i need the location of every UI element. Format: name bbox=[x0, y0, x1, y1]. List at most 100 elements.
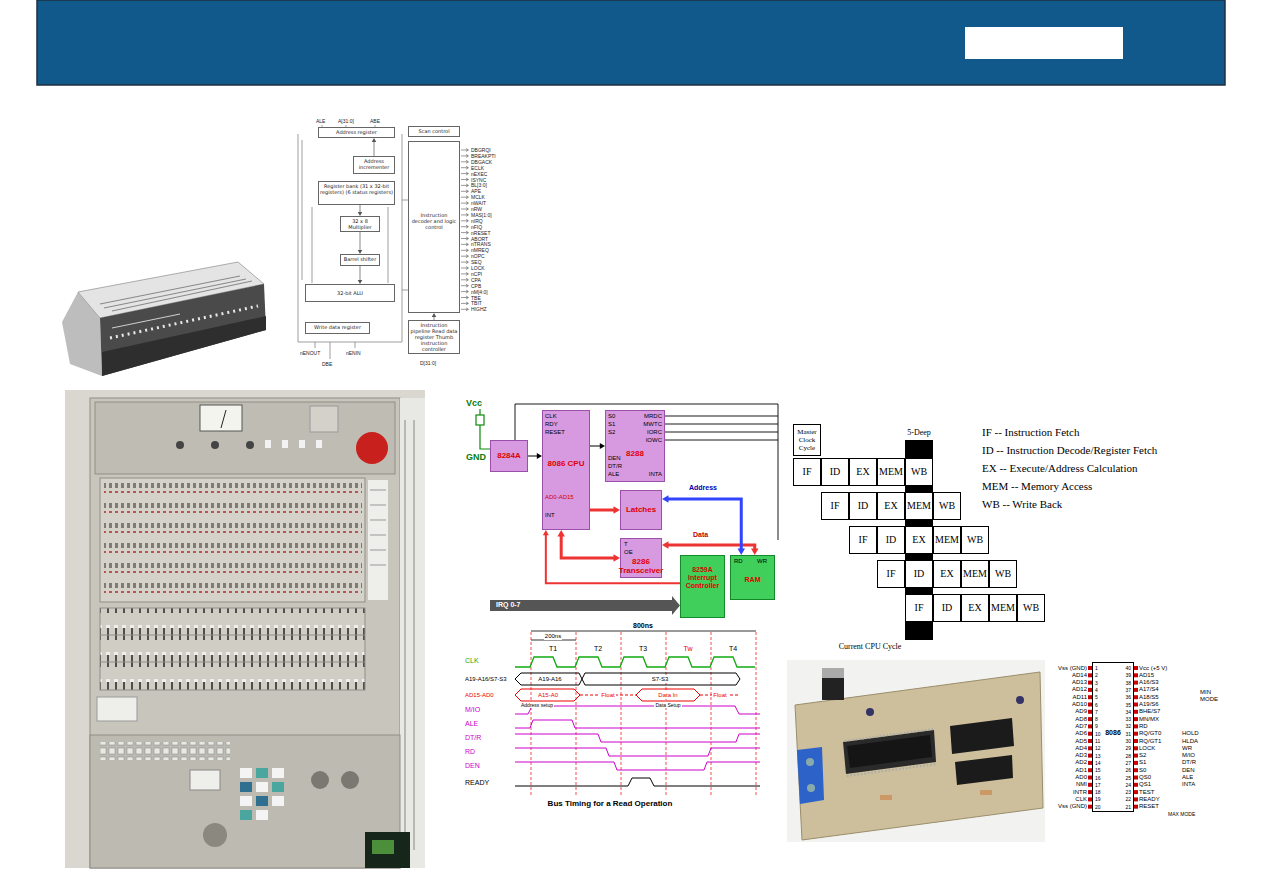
signal-arrow bbox=[461, 284, 469, 287]
signal-name: nCPI bbox=[471, 271, 482, 277]
pin-marker bbox=[1134, 805, 1138, 809]
time-dimension: 800ns bbox=[632, 622, 654, 630]
connector-line bbox=[360, 266, 361, 281]
stage-box: WB bbox=[961, 526, 989, 554]
pin-name: INTR bbox=[1073, 789, 1087, 796]
mainframe-photo bbox=[272, 782, 284, 792]
connector-line bbox=[374, 141, 375, 156]
pin-number: 11 bbox=[1095, 738, 1100, 744]
column-label: 5-Deep bbox=[907, 428, 931, 437]
mainframe-photo bbox=[282, 440, 288, 448]
node-text: EX bbox=[968, 602, 981, 614]
pin-name: AD0 bbox=[1075, 774, 1087, 781]
signal-name: nM[4:0] bbox=[471, 289, 488, 295]
node-text: RAM bbox=[745, 576, 761, 584]
signal-name: CLK bbox=[465, 657, 479, 665]
pin-name: AD15 bbox=[1139, 672, 1154, 679]
node-text: Scan control bbox=[418, 128, 449, 134]
board-photo bbox=[980, 790, 992, 795]
board-photo bbox=[806, 758, 814, 766]
signal-arrow bbox=[461, 237, 469, 240]
pin-name: RDY bbox=[545, 421, 558, 428]
pin-marker bbox=[1134, 732, 1138, 736]
pin-name: AD5 bbox=[1075, 738, 1087, 745]
signal-name: BL[3:0] bbox=[471, 182, 487, 188]
signal-arrow bbox=[461, 255, 469, 258]
pin-name: AD4 bbox=[1075, 745, 1087, 752]
pin-number: 21 bbox=[1125, 804, 1131, 810]
timing-diagram bbox=[515, 657, 755, 667]
signal-arrow bbox=[461, 290, 469, 293]
pin-name: BHE/S7 bbox=[1139, 708, 1160, 715]
pin-name: HOLD bbox=[1182, 730, 1199, 737]
node-text: Address incrementer bbox=[355, 158, 393, 170]
block-box: 32-bit ALU bbox=[305, 284, 395, 302]
signal-arrow bbox=[461, 243, 469, 246]
node-text: 8284A bbox=[497, 451, 521, 460]
timing-label: Address setup bbox=[520, 702, 554, 708]
timing-diagram bbox=[515, 689, 700, 701]
stage-box: IF bbox=[877, 560, 905, 588]
connector bbox=[432, 313, 437, 320]
system-wiring bbox=[515, 404, 778, 540]
stage-box: ID bbox=[905, 560, 933, 588]
stage-box: WB bbox=[933, 492, 961, 520]
node-text: 8286 Transceiver bbox=[619, 557, 663, 575]
pin-number: 5 bbox=[1095, 694, 1098, 700]
pin-marker bbox=[1134, 710, 1138, 714]
connector-line bbox=[590, 446, 601, 447]
pin-name: S0 bbox=[1139, 767, 1146, 774]
pin-number: 17 bbox=[1095, 782, 1101, 788]
pin-name: AD8 bbox=[1075, 716, 1087, 723]
mainframe-photo bbox=[256, 768, 268, 778]
node-text: WB bbox=[1023, 602, 1039, 614]
signal-name: ABORT bbox=[471, 236, 488, 242]
pin-marker bbox=[1134, 776, 1138, 780]
signal-name: nOPC bbox=[471, 253, 485, 259]
block-box: Scan control bbox=[408, 126, 460, 137]
node-text: ID bbox=[914, 568, 925, 580]
connector bbox=[358, 266, 363, 284]
node-text: EX bbox=[912, 534, 925, 546]
block-box: Address incrementer bbox=[353, 156, 395, 174]
signal-name: A19-A16/S7-S3 bbox=[465, 676, 507, 683]
node-text: MEM bbox=[879, 466, 903, 478]
signal-arrow bbox=[461, 308, 469, 311]
signal-name: LOCK bbox=[471, 265, 485, 271]
node-text: 8259A Interrupt Controller bbox=[682, 566, 723, 590]
connector-line bbox=[546, 534, 680, 583]
signal-arrow bbox=[461, 278, 469, 281]
pin-name: IORC bbox=[647, 429, 662, 436]
stage-box: MEM bbox=[961, 560, 989, 588]
mainframe-photo bbox=[272, 768, 284, 778]
supply-label: Vcc bbox=[466, 398, 482, 408]
pin-name: WR bbox=[1182, 745, 1192, 752]
legend-text: MEM -- Memory Access bbox=[982, 480, 1092, 492]
signal-arrow bbox=[461, 196, 469, 199]
arrowhead bbox=[662, 541, 669, 549]
pin-marker bbox=[1134, 768, 1138, 772]
signal-arrow bbox=[461, 190, 469, 193]
connector-line bbox=[667, 499, 741, 550]
header-bar bbox=[37, 0, 1225, 85]
timing-label: Float bbox=[600, 692, 615, 699]
mainframe-photo bbox=[176, 441, 184, 449]
pin-marker bbox=[1134, 681, 1138, 685]
timing-diagram bbox=[515, 748, 760, 756]
signal-arrow bbox=[461, 302, 469, 305]
pin-name: AD10 bbox=[1072, 701, 1087, 708]
pin-number: 23 bbox=[1125, 789, 1131, 795]
pin-name: DT/R bbox=[1182, 759, 1196, 766]
connector bbox=[557, 530, 620, 562]
pin-name: S2 bbox=[608, 429, 615, 436]
mainframe-photo bbox=[95, 402, 395, 474]
pin-marker bbox=[1134, 703, 1138, 707]
mainframe-photo bbox=[400, 398, 425, 868]
connector-line bbox=[528, 456, 538, 457]
connector-line bbox=[360, 232, 361, 251]
timing-label: Float bbox=[712, 692, 727, 699]
pin-name: AD9 bbox=[1075, 708, 1087, 715]
header-bar bbox=[37, 0, 1225, 85]
signal-arrow bbox=[461, 249, 469, 252]
signal-name: MCLK bbox=[471, 194, 485, 200]
